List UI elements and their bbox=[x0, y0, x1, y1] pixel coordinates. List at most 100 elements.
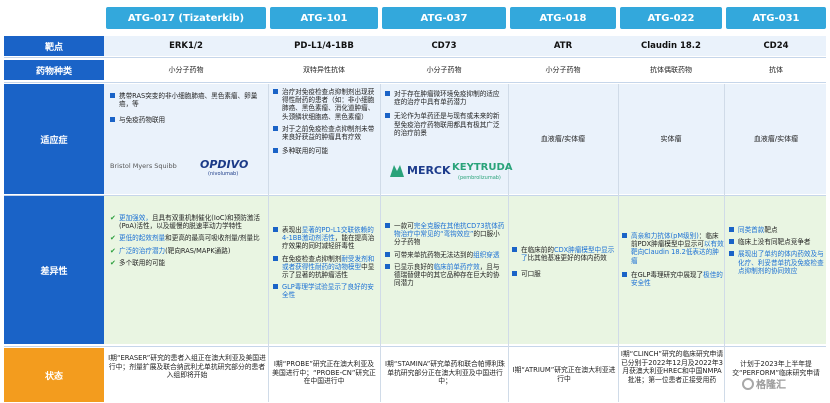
drug-type-atg-031: 抗体 bbox=[769, 66, 783, 74]
column-divider bbox=[618, 84, 619, 402]
indication-atg-018: 血液瘤/实体瘤 bbox=[540, 135, 586, 143]
header-atg-022: ATG-022 bbox=[620, 7, 722, 29]
check-icon: ✔ bbox=[110, 246, 116, 255]
drug-type-atg-101: 双特异性抗体 bbox=[303, 66, 345, 74]
difference-list-atg-022: 高亲和力抗体(pM级别)：临床前PDX肿瘤模型中显示可以有效靶向Claudin … bbox=[622, 232, 724, 291]
status-atg-031: 计划于2023年上半年提交“PERFORM”临床研究申请 bbox=[732, 360, 820, 377]
bullet-square-icon bbox=[273, 125, 278, 131]
list-item: 表现出显著的PD-L1交联依赖的4-1BB激动剂活性，能在提高治疗效果的同时减轻… bbox=[273, 226, 377, 251]
list-item: 已显示良好的临床前单药疗效，且与德瑞替健中的其它品种存在巨大的协同潜力 bbox=[385, 263, 505, 288]
row-label-indication: 适应症 bbox=[4, 84, 104, 194]
divider bbox=[4, 346, 826, 347]
bullet-square-icon bbox=[385, 91, 390, 96]
bullet-square-icon bbox=[385, 251, 390, 257]
list-item: 同类首款靶点 bbox=[729, 226, 825, 234]
list-item: 无论作为单药还是与现有或未来的新型免疫治疗药物联用都具有极其广泛的治疗前景 bbox=[385, 112, 505, 137]
bullet-square-icon bbox=[110, 117, 115, 123]
check-icon: ✔ bbox=[110, 214, 116, 222]
target-row-bg bbox=[4, 36, 826, 56]
list-item: ✔更低的起效剂量和更高的最高可吸收剂量/剂量比 bbox=[110, 234, 260, 243]
bullet-square-icon bbox=[512, 247, 517, 252]
status-atg-017: I期“ERASER”研究的患者入组正在澳大利亚及美国进行中；剂量扩展及联合纳武利… bbox=[108, 354, 266, 380]
indication-row-bg bbox=[4, 84, 826, 194]
indication-atg-022: 实体瘤 bbox=[660, 135, 682, 143]
target-atg-017: ERK1/2 bbox=[169, 41, 203, 51]
bullet-square-icon bbox=[385, 263, 390, 269]
list-item: 对于存在肿瘤微环境免疫抑制的适应症的治疗中具有单药潜力 bbox=[385, 90, 505, 106]
divider bbox=[4, 82, 826, 83]
check-icon: ✔ bbox=[110, 258, 116, 267]
bms-logo: Bristol Myers Squibb bbox=[110, 162, 177, 170]
column-divider bbox=[380, 84, 381, 402]
indication-list-atg-101: 治疗对免疫检查点抑制剂出现获得性耐药的患者（如：非小细胞肺癌、黑色素瘤、消化道肿… bbox=[273, 88, 377, 159]
list-item: 对于之前免疫检查点抑制剂未带来良好获益的肿瘤具有疗效 bbox=[273, 125, 377, 141]
opdivo-logo: OPDIVO bbox=[200, 158, 249, 171]
bullet-square-icon bbox=[729, 251, 734, 257]
list-item: 临床上没有同靶点竞争者 bbox=[729, 238, 825, 246]
row-label-target: 靶点 bbox=[4, 36, 104, 56]
difference-list-atg-031: 同类首款靶点 临床上没有同靶点竞争者 展现出了单约的体内药效及与化疗、利妥昔单抗… bbox=[729, 226, 825, 279]
divider bbox=[4, 195, 826, 196]
header-atg-031: ATG-031 bbox=[726, 7, 826, 29]
bullet-square-icon bbox=[385, 223, 390, 228]
bullet-square-icon bbox=[729, 227, 734, 232]
row-label-difference: 差异性 bbox=[4, 196, 104, 344]
status-atg-037: I期“STAMINA”研究单药和联合帕博利珠单抗研究部分正在澳大利亚及中国进行中… bbox=[385, 360, 505, 386]
list-item: ✔广泛的治疗潜力(靶向RAS/MAPK通路) bbox=[110, 246, 231, 255]
watermark: 格隆汇 bbox=[742, 376, 786, 391]
header-atg-101: ATG-101 bbox=[270, 7, 378, 29]
list-item: 多种联用的可能 bbox=[273, 147, 377, 155]
status-atg-022: I期“CLINCH”研究的临床研究申请已分别于2022年12月及2022年3月获… bbox=[620, 350, 724, 384]
list-item: 在免疫检查点抑制剂耐受发剂和或者获得性耐药的动物模型中显示了显著的抗肿瘤活性 bbox=[273, 255, 377, 280]
list-item: 与免疫药物联用 bbox=[110, 116, 260, 124]
bullet-square-icon bbox=[273, 284, 278, 290]
merck-logo: MERCK bbox=[390, 164, 451, 177]
bullet-square-icon bbox=[273, 148, 278, 154]
opdivo-logo-sub: (nivolumab) bbox=[208, 171, 239, 177]
list-item: 在GLP毒理研究中展现了极佳的安全性 bbox=[622, 271, 724, 287]
check-icon: ✔ bbox=[110, 234, 116, 243]
indication-list-atg-037: 对于存在肿瘤微环境免疫抑制的适应症的治疗中具有单药潜力 无论作为单药还是与现有或… bbox=[385, 90, 505, 141]
bullet-square-icon bbox=[622, 233, 627, 238]
difference-list-atg-018: 在临床前的CDX肿瘤模型中显示了比其他基准更好的体内药效 可口服 bbox=[512, 246, 616, 283]
status-atg-101: I期“PROBE”研究正在澳大利亚及美国进行中；“PROBE-CN”研究正在中国… bbox=[272, 360, 376, 386]
target-atg-031: CD24 bbox=[763, 41, 789, 51]
list-item: ✔更加强效，且具有双重机制催化(IoC)和预防激活(PoA)活性，以及缓慢的脱速… bbox=[110, 214, 261, 231]
list-item: 可口服 bbox=[512, 270, 616, 278]
keytruda-logo: KEYTRUDA bbox=[452, 162, 513, 173]
list-item: 携带RAS突变的非小细胞肺癌、黑色素瘤、卵巢癌，等 bbox=[110, 92, 260, 108]
target-atg-018: ATR bbox=[553, 41, 573, 51]
indication-atg-031: 血液瘤/实体瘤 bbox=[753, 135, 799, 143]
header-atg-018: ATG-018 bbox=[510, 7, 616, 29]
divider bbox=[4, 57, 826, 58]
indication-list-atg-017: 携带RAS突变的非小细胞肺癌、黑色素瘤、卵巢癌，等 与免疫药物联用 bbox=[110, 92, 260, 129]
merck-icon bbox=[390, 164, 404, 177]
header-atg-017: ATG-017 (Tizaterkib) bbox=[106, 7, 266, 29]
drug-type-atg-037: 小分子药物 bbox=[426, 66, 462, 74]
list-item: 治疗对免疫检查点抑制剂出现获得性耐药的患者（如：非小细胞肺癌、黑色素瘤、消化道肿… bbox=[273, 88, 377, 121]
difference-list-atg-101: 表现出显著的PD-L1交联依赖的4-1BB激动剂活性，能在提高治疗效果的同时减轻… bbox=[273, 226, 377, 304]
column-divider bbox=[268, 84, 269, 402]
list-item: ✔多个联用的可能 bbox=[110, 258, 166, 267]
bullet-square-icon bbox=[729, 239, 734, 245]
bullet-square-icon bbox=[512, 271, 517, 277]
status-atg-018: I期“ATRIUM”研究正在澳大利亚进行中 bbox=[512, 366, 616, 383]
difference-list-atg-017: ✔更加强效，且具有双重机制催化(IoC)和预防激活(PoA)活性，以及缓慢的脱速… bbox=[110, 214, 264, 271]
target-atg-022: Claudin 18.2 bbox=[641, 41, 701, 51]
bullet-square-icon bbox=[385, 113, 390, 119]
drug-type-atg-017: 小分子药物 bbox=[168, 66, 204, 74]
drug-type-atg-018: 小分子药物 bbox=[545, 66, 581, 74]
bullet-square-icon bbox=[622, 271, 627, 277]
keytruda-logo-sub: (pembrolizumab) bbox=[458, 175, 501, 181]
column-divider bbox=[724, 84, 725, 402]
list-item: 可带来单抗药物无法达到的组织穿透 bbox=[385, 251, 505, 259]
column-divider bbox=[508, 84, 509, 402]
bullet-square-icon bbox=[273, 227, 278, 232]
list-item: GLP毒理学试验显示了良好的安全性 bbox=[273, 283, 377, 299]
list-item: 一款可完全克服在其他抗CD73抗体药物治疗中常见的“弯钩效应”的口服小分子药物 bbox=[385, 222, 505, 247]
watermark-logo-icon bbox=[742, 377, 754, 390]
list-item: 在临床前的CDX肿瘤模型中显示了比其他基准更好的体内药效 bbox=[512, 246, 616, 262]
drug-type-atg-022: 抗体偶联药物 bbox=[650, 66, 692, 74]
row-label-drug-type: 药物种类 bbox=[4, 60, 104, 80]
